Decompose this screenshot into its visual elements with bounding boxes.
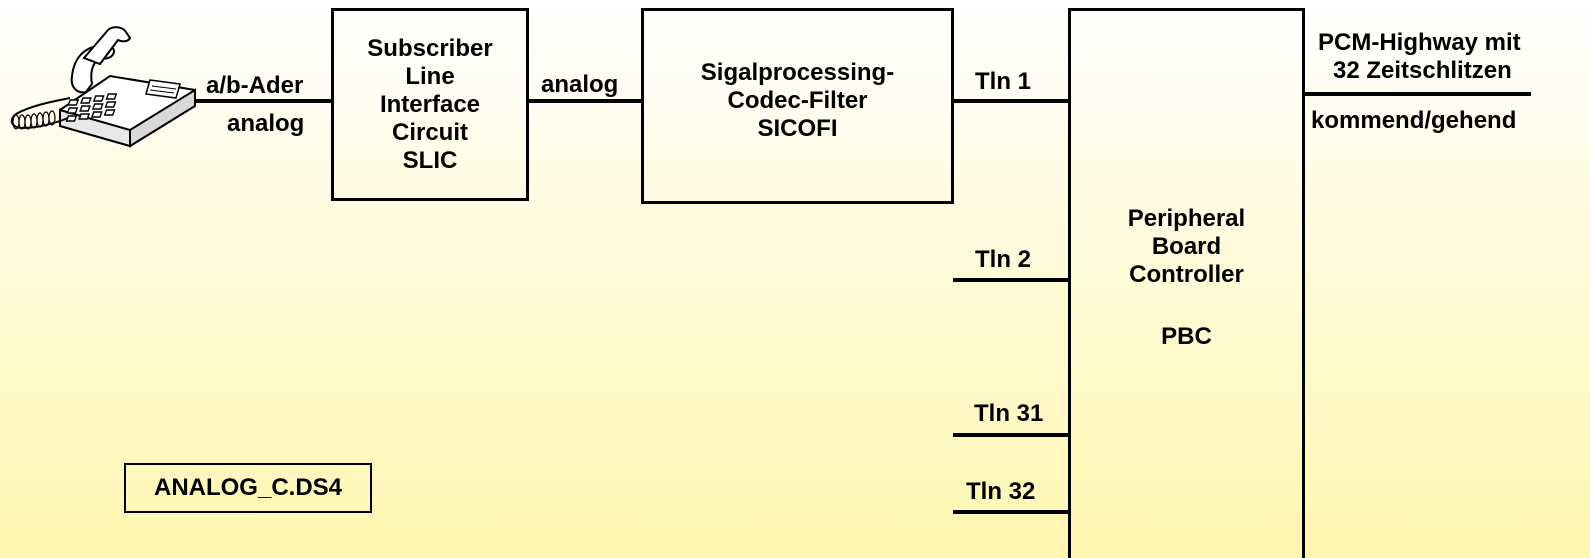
line-phone-to-slic <box>195 99 333 103</box>
slic-line-5: SLIC <box>402 146 458 174</box>
line-tln2 <box>953 278 1071 282</box>
filename-box: ANALOG_C.DS4 <box>124 463 372 513</box>
pbc-line-3: Controller <box>1129 261 1244 288</box>
kommend-gehend-label: kommend/gehend <box>1311 107 1517 134</box>
sicofi-line-1: Sigalprocessing- <box>700 59 895 86</box>
line-tln1 <box>951 99 1071 103</box>
slic-box: Subscriber Line Interface Circuit SLIC <box>331 8 529 201</box>
filename-label: ANALOG_C.DS4 <box>153 474 343 501</box>
line-pcm-highway <box>1302 92 1531 96</box>
ab-ader-label: a/b-Ader <box>206 72 304 99</box>
slic-line-3: Interface <box>379 90 481 118</box>
pbc-line-2: Board <box>1151 233 1222 260</box>
sicofi-line-3: SICOFI <box>757 115 838 142</box>
slic-line-2: Line <box>405 62 455 90</box>
pcm-highway-label-2: 32 Zeitschlitzen <box>1333 57 1512 84</box>
line-slic-to-sicofi <box>527 99 644 103</box>
slic-line-4: Circuit <box>391 118 468 146</box>
line-tln32 <box>953 510 1071 514</box>
sicofi-box: Sigalprocessing- Codec-Filter SICOFI <box>641 8 954 204</box>
tln31-label: Tln 31 <box>974 400 1044 427</box>
pbc-label: Peripheral Board Controller PBC <box>1068 205 1305 351</box>
tln1-label: Tln 1 <box>975 68 1032 95</box>
tln32-label: Tln 32 <box>966 478 1036 505</box>
sicofi-line-2: Codec-Filter <box>727 87 868 114</box>
pcm-highway-label-1: PCM-Highway mit <box>1318 29 1521 56</box>
telephone-icon <box>10 26 196 148</box>
pbc-abbr: PBC <box>1161 323 1212 350</box>
slic-line-1: Subscriber <box>367 34 493 62</box>
pbc-line-1: Peripheral <box>1127 205 1246 232</box>
pbc-box <box>1068 8 1305 558</box>
tln2-label: Tln 2 <box>975 246 1032 273</box>
analog-mid-label: analog <box>541 71 619 98</box>
line-tln31 <box>953 433 1071 437</box>
analog-left-label: analog <box>227 110 305 137</box>
